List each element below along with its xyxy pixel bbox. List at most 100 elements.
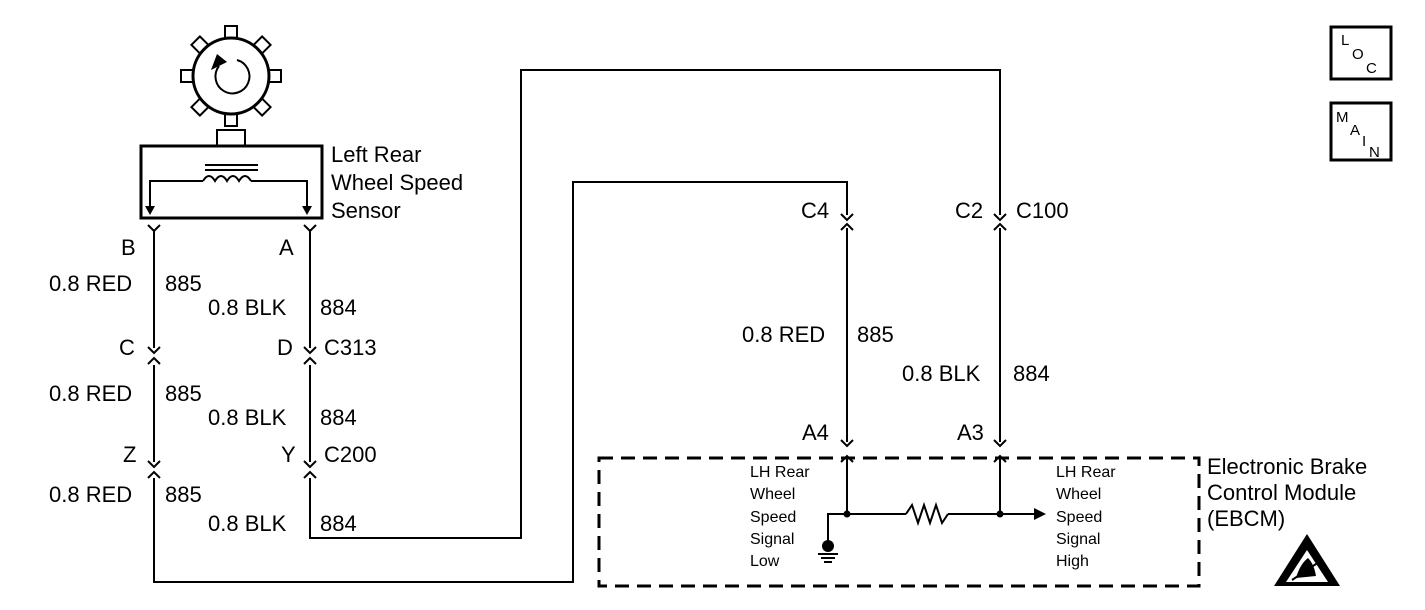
svg-text:0.8 BLK: 0.8 BLK (902, 361, 981, 386)
wire-circuit-884-1: 884 (320, 295, 357, 320)
svg-text:884: 884 (320, 405, 357, 430)
main-letter-3: I (1362, 133, 1366, 150)
svg-text:Electronic Brake: Electronic Brake (1207, 454, 1367, 479)
svg-text:884: 884 (320, 511, 357, 536)
ebcm-left-line4: Signal (750, 531, 794, 548)
svg-text:Control Module: Control Module (1207, 480, 1356, 505)
svg-text:Speed: Speed (750, 509, 796, 526)
connector-marks (147, 213, 1007, 479)
svg-text:Wheel: Wheel (750, 486, 795, 503)
pin-a4: A4 (802, 420, 829, 445)
svg-text:885: 885 (165, 482, 202, 507)
sensor-name-line1: Left Rear (331, 142, 422, 167)
wire-labels: 0.8 RED 885 0.8 BLK 884 0.8 RED 885 0.8 … (49, 271, 1050, 536)
svg-text:C4: C4 (801, 198, 829, 223)
ebcm-right-line3: Speed (1056, 509, 1102, 526)
svg-text:Speed: Speed (1056, 509, 1102, 526)
svg-text:0.8 BLK: 0.8 BLK (208, 295, 287, 320)
wire-color-red-2: 0.8 RED (49, 381, 132, 406)
svg-text:C: C (119, 335, 135, 360)
pin-b: B (121, 235, 136, 260)
ebcm-left-line5: Low (750, 553, 780, 570)
pin-a: A (279, 235, 294, 260)
loc-letter-2: O (1352, 46, 1364, 63)
wire-color-blk-4: 0.8 BLK (902, 361, 981, 386)
pin-d: D (277, 335, 293, 360)
wire-circuit-885-3: 885 (165, 482, 202, 507)
wire-color-red-3: 0.8 RED (49, 482, 132, 507)
ebcm-name-line2: Control Module (1207, 480, 1356, 505)
svg-text:L: L (1341, 32, 1349, 49)
svg-text:0.8 RED: 0.8 RED (49, 482, 132, 507)
loc-letter-1: L (1341, 32, 1349, 49)
svg-text:Y: Y (281, 442, 296, 467)
wire-circuit-884-2: 884 (320, 405, 357, 430)
main-letter-2: A (1350, 122, 1360, 139)
svg-text:885: 885 (857, 322, 894, 347)
pin-a3: A3 (957, 420, 984, 445)
ebcm-left-line1: LH Rear (750, 464, 810, 481)
sensor-name-line3: Sensor (331, 198, 401, 223)
svg-text:884: 884 (320, 295, 357, 320)
ebcm-right-line2: Wheel (1056, 486, 1101, 503)
ebcm-left-line3: Speed (750, 509, 796, 526)
svg-text:N: N (1369, 144, 1380, 161)
connector-c100: C100 (1016, 198, 1069, 223)
svg-text:I: I (1362, 133, 1366, 150)
sensor-name-line2: Wheel Speed (331, 170, 463, 195)
main-letter-1: M (1336, 109, 1349, 126)
ebcm-internal-circuit (818, 456, 1046, 563)
svg-text:LH Rear: LH Rear (1056, 464, 1116, 481)
wire-circuit-885-2: 885 (165, 381, 202, 406)
main-button[interactable]: M A I N (1329, 101, 1393, 162)
pin-c4: C4 (801, 198, 829, 223)
svg-text:High: High (1056, 553, 1089, 570)
svg-text:0.8 RED: 0.8 RED (742, 322, 825, 347)
wire-884-left (309, 69, 1001, 539)
svg-text:A: A (1350, 122, 1360, 139)
ebcm-right-line1: LH Rear (1056, 464, 1116, 481)
loc-letter-3: C (1366, 60, 1377, 77)
svg-text:C313: C313 (324, 335, 377, 360)
pin-y: Y (281, 442, 296, 467)
ebcm-name-line3: (EBCM) (1207, 506, 1285, 531)
svg-text:Wheel Speed: Wheel Speed (331, 170, 463, 195)
wire-color-blk-1: 0.8 BLK (208, 295, 287, 320)
svg-text:A: A (279, 235, 294, 260)
svg-text:Left Rear: Left Rear (331, 142, 422, 167)
svg-text:Signal: Signal (750, 531, 794, 548)
wire-circuit-884-3: 884 (320, 511, 357, 536)
wire-885-left (153, 181, 848, 583)
loc-button[interactable]: L O C (1329, 25, 1393, 81)
svg-text:B: B (121, 235, 136, 260)
svg-text:Wheel: Wheel (1056, 486, 1101, 503)
ebcm-right-line4: Signal (1056, 531, 1100, 548)
wire-color-blk-2: 0.8 BLK (208, 405, 287, 430)
svg-text:885: 885 (165, 271, 202, 296)
wheel-speed-sensor (139, 129, 324, 220)
svg-text:885: 885 (165, 381, 202, 406)
ebcm-left-line2: Wheel (750, 486, 795, 503)
svg-text:0.8 RED: 0.8 RED (49, 271, 132, 296)
svg-text:O: O (1352, 46, 1364, 63)
ebcm-right-line5: High (1056, 553, 1089, 570)
wire-circuit-885-4: 885 (857, 322, 894, 347)
svg-text:D: D (277, 335, 293, 360)
wire-circuit-885-1: 885 (165, 271, 202, 296)
connector-c200: C200 (324, 442, 377, 467)
connector-c313: C313 (324, 335, 377, 360)
svg-text:Sensor: Sensor (331, 198, 401, 223)
main-letter-4: N (1369, 144, 1380, 161)
esd-warning-icon (1274, 534, 1340, 586)
wire-color-red-1: 0.8 RED (49, 271, 132, 296)
svg-text:C2: C2 (955, 198, 983, 223)
pin-c2: C2 (955, 198, 983, 223)
svg-text:0.8 RED: 0.8 RED (49, 381, 132, 406)
wire-color-blk-3: 0.8 BLK (208, 511, 287, 536)
wire-color-red-4: 0.8 RED (742, 322, 825, 347)
svg-text:Signal: Signal (1056, 531, 1100, 548)
pin-z: Z (123, 442, 136, 467)
pin-c: C (119, 335, 135, 360)
svg-text:C200: C200 (324, 442, 377, 467)
